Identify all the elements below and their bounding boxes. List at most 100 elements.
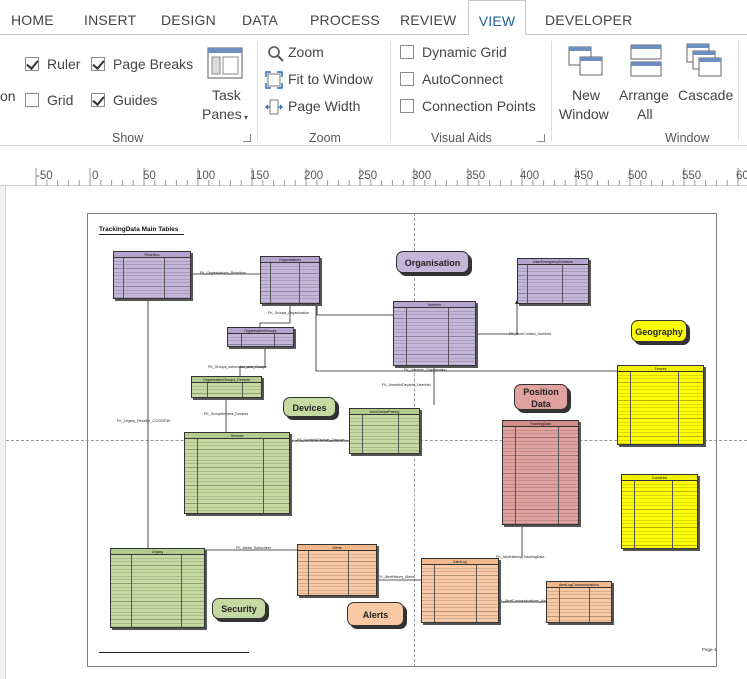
ruler-tick-label: 600 — [736, 170, 747, 182]
task-panes-label-line2[interactable]: Panes — [202, 106, 242, 122]
arrange-all-icon[interactable] — [629, 43, 663, 84]
callout-alerts[interactable]: Alerts — [347, 602, 404, 626]
tab-home[interactable]: HOME — [11, 12, 54, 28]
entity-alerts[interactable]: Alerts — [297, 544, 377, 596]
entity-column-divider — [630, 372, 631, 444]
task-panes-dropdown-icon[interactable]: ▾ — [244, 113, 249, 122]
entity-resellers[interactable]: Resellers — [113, 251, 191, 299]
callout-geography[interactable]: Geography — [631, 320, 687, 342]
page-width-icon[interactable] — [265, 98, 283, 121]
visual-aids-launcher-icon[interactable] — [537, 134, 545, 142]
callout-line: Position — [523, 387, 559, 397]
dynamic-grid-checkbox[interactable] — [400, 45, 414, 59]
tab-insert[interactable]: INSERT — [84, 12, 137, 28]
tab-data[interactable]: DATA — [242, 12, 279, 28]
ruler-tick-label: 350 — [466, 170, 486, 182]
ruler-checkbox[interactable] — [25, 57, 39, 71]
entity-title: Fences — [618, 366, 703, 372]
zoom-button[interactable]: Zoom — [288, 44, 324, 60]
ruler-tick-label: 400 — [520, 170, 540, 182]
entity-columns — [228, 334, 293, 346]
fit-to-window-button[interactable]: Fit to Window — [288, 71, 373, 87]
arrange-all-label-line1[interactable]: Arrange — [619, 87, 669, 103]
entity-column-divider — [448, 308, 449, 365]
fit-to-window-icon[interactable] — [265, 71, 283, 94]
entity-tracking-data[interactable]: TrackingData — [502, 420, 579, 525]
task-panes-icon[interactable] — [207, 46, 243, 80]
entity-devices[interactable]: Devices — [184, 432, 290, 514]
page-width-button[interactable]: Page Width — [288, 98, 361, 114]
entity-alert-log[interactable]: AlertLog — [421, 558, 499, 623]
title-underline — [99, 234, 184, 235]
horizontal-ruler[interactable]: -50 0 50 100 150 200 250 300 350 400 450… — [0, 164, 747, 186]
entity-legacy[interactable]: Legacy — [110, 548, 205, 628]
zoom-group-label: Zoom — [309, 131, 341, 145]
entity-user-device-pairing[interactable]: UserDevicePairing — [349, 408, 420, 454]
new-window-label-line2[interactable]: Window — [559, 106, 609, 122]
page-breaks-checkbox[interactable] — [91, 57, 105, 71]
entity-user-emergency-contacts[interactable]: UserEmergencyContacts — [517, 258, 589, 304]
entity-column-divider — [527, 265, 528, 303]
ruler-tick-label: 500 — [628, 170, 648, 182]
entity-column-divider — [398, 415, 399, 453]
entity-organisation-groups-devices[interactable]: OrganisationGroups_Devices — [191, 376, 262, 398]
autoconnect-checkbox[interactable] — [400, 72, 414, 86]
connector-label: FK_Organisations_Resellers — [200, 271, 246, 275]
arrange-all-label-line2[interactable]: All — [637, 106, 653, 122]
entity-column-divider — [678, 372, 679, 444]
window-group-label: Window — [665, 131, 710, 145]
zoom-magnifier-icon[interactable] — [267, 45, 285, 68]
connection-points-label: Connection Points — [422, 98, 536, 114]
callout-organisation[interactable]: Organisation — [396, 251, 469, 273]
entity-fences[interactable]: Fences — [617, 365, 704, 445]
connector-label: FK_UserInfoDevices_Devices — [297, 438, 345, 442]
entity-alert-log-communications[interactable]: AlertLogCommunications — [546, 581, 612, 623]
entity-title: Resellers — [114, 252, 190, 258]
callout-devices[interactable]: Devices — [283, 397, 336, 417]
tab-review[interactable]: REVIEW — [400, 12, 457, 28]
grid-checkbox[interactable] — [25, 93, 39, 107]
grid-label: Grid — [47, 92, 74, 108]
guides-checkbox[interactable] — [91, 93, 105, 107]
new-window-label-line1[interactable]: New — [572, 87, 601, 103]
ruler-tick-label: 550 — [682, 170, 702, 182]
entity-countries[interactable]: Countries — [621, 474, 698, 549]
tab-process[interactable]: PROCESS — [310, 12, 380, 28]
ruler-tick-label: 150 — [250, 170, 270, 182]
entity-column-divider — [406, 308, 407, 365]
callout-position-data[interactable]: Position Data — [514, 384, 568, 410]
callout-security[interactable]: Security — [212, 598, 266, 619]
new-window-icon[interactable] — [568, 43, 604, 84]
diagram-title[interactable]: TrackingData Main Tables — [99, 226, 179, 233]
entity-title: OrganisationGroups — [228, 328, 293, 334]
ruler-tick-label: 250 — [358, 170, 378, 182]
tab-design[interactable]: DESIGN — [161, 12, 216, 28]
tab-view[interactable]: VIEW — [468, 0, 526, 35]
entity-title: Legacy — [111, 549, 204, 555]
show-group-launcher-icon[interactable] — [243, 134, 251, 142]
cascade-icon[interactable] — [686, 43, 724, 86]
entity-columns — [114, 258, 190, 298]
entity-column-divider — [308, 551, 309, 595]
ruler-label: Ruler — [47, 56, 81, 72]
footer-line — [99, 652, 249, 653]
cascade-label[interactable]: Cascade — [678, 87, 734, 103]
vertical-ruler[interactable] — [0, 186, 6, 679]
connector-label: FK_UserInfo_Organisation — [404, 368, 447, 372]
connection-points-checkbox[interactable] — [400, 99, 414, 113]
entity-title: UserDevicePairing — [350, 409, 419, 415]
entity-user-info[interactable]: UserInfo — [393, 301, 476, 366]
entity-title: Countries — [622, 475, 697, 481]
task-panes-label-line1[interactable]: Task — [212, 87, 241, 103]
entity-organisation-groups[interactable]: OrganisationGroups — [227, 327, 294, 347]
entity-organisations[interactable]: Organisations — [260, 256, 320, 304]
ruler-ticks — [35, 168, 739, 186]
connector-label: FK_GroupDevices_Devices — [204, 412, 249, 416]
entity-columns — [298, 551, 376, 595]
entity-title: AlertLogCommunications — [547, 582, 611, 588]
ruler-tick-label: 0 — [92, 170, 99, 182]
tab-developer[interactable]: DEVELOPER — [545, 12, 633, 28]
connector-label: FK_UserContact_UserInfo — [509, 332, 552, 336]
connector-label: FK_Groups_subscriber_and_Groups — [208, 365, 267, 369]
entity-title: UserInfo — [394, 302, 475, 308]
